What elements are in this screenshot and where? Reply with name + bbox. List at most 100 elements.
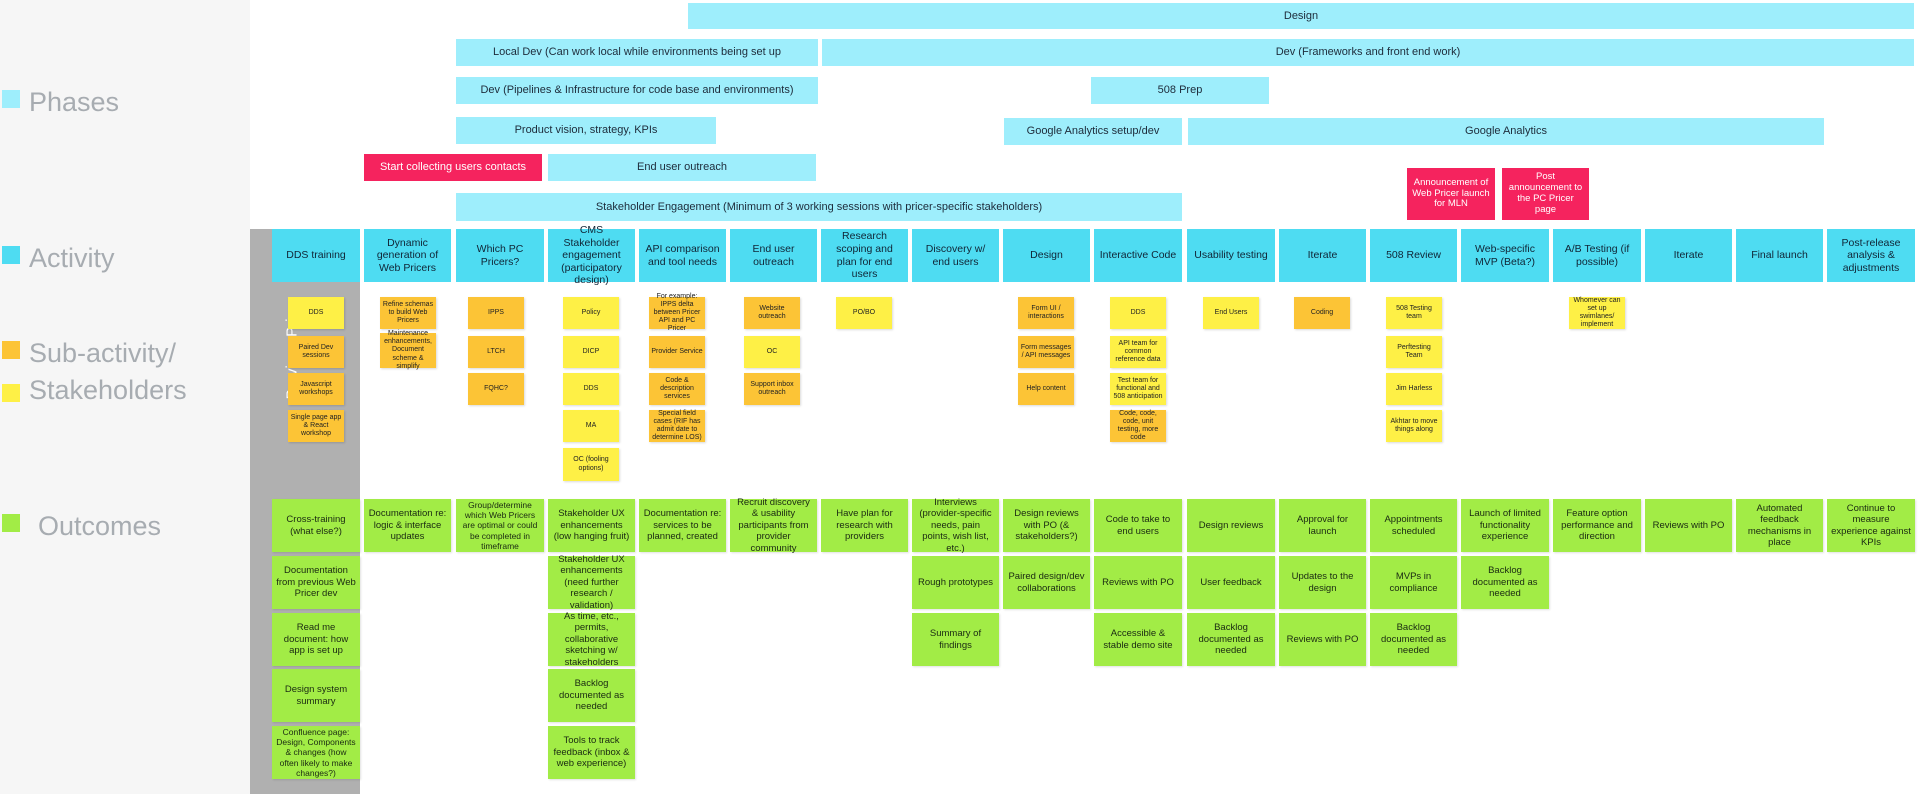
sticky-note: Website outreach xyxy=(744,297,800,329)
sticky-note: OC xyxy=(744,336,800,368)
sticky-note: OC (fooling options) xyxy=(563,448,619,481)
outcome-card: Design reviews with PO (& stakeholders?) xyxy=(1003,499,1090,552)
sticky-note: Code & description services xyxy=(649,373,705,405)
activity-card: Which PC Pricers? xyxy=(456,229,544,282)
activity-card: Discovery w/ end users xyxy=(912,229,999,282)
outcome-card: Reviews with PO xyxy=(1645,499,1732,552)
activity-swatch-icon xyxy=(2,246,20,264)
phase-bar-highlight: Post announcement to the PC Pricer page xyxy=(1502,168,1589,220)
phases-swatch-icon xyxy=(2,90,20,108)
activity-card: Research scoping and plan for end users xyxy=(821,229,908,282)
legend-phases: Phases xyxy=(2,84,119,121)
outcome-card: Interviews (provider-specific needs, pai… xyxy=(912,497,999,554)
activity-card: API comparison and tool needs xyxy=(639,229,726,282)
phase-bar: Google Analytics setup/dev xyxy=(1004,118,1182,145)
sticky-note: Whomever can set up swimlanes/ implement xyxy=(1569,297,1625,329)
sticky-note: Jim Harless xyxy=(1386,373,1442,405)
legend-phases-label: Phases xyxy=(29,87,120,117)
phase-bar: Dev (Frameworks and front end work) xyxy=(822,39,1914,66)
outcome-card: Approval for launch xyxy=(1279,499,1366,552)
legend-sub-activity-label: Sub-activity/ xyxy=(29,338,177,368)
activity-card: Dynamic generation of Web Pricers xyxy=(364,229,451,282)
outcome-card: Rough prototypes xyxy=(912,556,999,609)
sub-activity-swatch-icon xyxy=(2,341,20,359)
sub-activity-swatches xyxy=(2,335,29,421)
activity-card: Post-release analysis & adjustments xyxy=(1827,229,1915,282)
outcome-card: Stakeholder UX enhancements (low hanging… xyxy=(548,499,635,552)
sticky-note: MA xyxy=(563,410,619,442)
sticky-note: FQHC? xyxy=(468,373,524,405)
sticky-note: API team for common reference data xyxy=(1110,336,1166,368)
sticky-note: End Users xyxy=(1203,297,1259,329)
phase-bar-highlight: Start collecting users contacts xyxy=(364,154,542,181)
sticky-note: Refine schemas to build Web Pricers xyxy=(380,297,436,329)
phase-bar: End user outreach xyxy=(548,154,816,181)
phase-bar-highlight: Announcement of Web Pricer launch for ML… xyxy=(1407,168,1495,220)
activity-card: DDS training xyxy=(272,229,360,282)
sticky-note: Maintenance enhancements, Document schem… xyxy=(380,330,436,370)
outcome-card: Code to take to end users xyxy=(1094,499,1182,552)
sticky-note: Paired Dev sessions xyxy=(288,336,344,368)
outcome-card: Backlog documented as needed xyxy=(1370,613,1457,666)
phase-bar: 508 Prep xyxy=(1091,77,1269,104)
sticky-note: 508 Testing team xyxy=(1386,297,1442,329)
outcome-card: Cross-training (what else?) xyxy=(272,499,360,552)
sticky-note: Form messages / API messages xyxy=(1018,336,1074,368)
outcome-card: Launch of limited functionality experien… xyxy=(1461,499,1549,552)
outcome-card: Documentation from previous Web Pricer d… xyxy=(272,556,360,609)
outcome-card: Documentation re: services to be planned… xyxy=(639,499,726,552)
outcome-card: Paired design/dev collaborations xyxy=(1003,556,1090,609)
legend-stakeholders-label: Stakeholders xyxy=(29,375,187,405)
sticky-note: Code, code, code, unit testing, more cod… xyxy=(1110,410,1166,442)
outcome-card: Recruit discovery & usability participan… xyxy=(730,497,817,554)
activity-card: Final launch xyxy=(1736,229,1823,282)
outcome-card: Design reviews xyxy=(1187,499,1275,552)
outcome-card: MVPs in compliance xyxy=(1370,556,1457,609)
phase-bar: Design xyxy=(688,3,1914,29)
sticky-note: Provider Service xyxy=(649,336,705,368)
outcome-card: Reviews with PO xyxy=(1279,613,1366,666)
outcome-card: Updates to the design xyxy=(1279,556,1366,609)
outcome-card: User feedback xyxy=(1187,556,1275,609)
sticky-note: Single page app & React workshop xyxy=(288,410,344,442)
sticky-note: Form UI / interactions xyxy=(1018,297,1074,329)
activity-card: 508 Review xyxy=(1370,229,1457,282)
sticky-note: DDS xyxy=(1110,297,1166,329)
outcome-card: Feature option performance and direction xyxy=(1553,499,1641,552)
outcome-card: Accessible & stable demo site xyxy=(1094,613,1182,666)
outcome-card: As time, etc., permits, collaborative sk… xyxy=(548,611,635,668)
activity-card: Design xyxy=(1003,229,1090,282)
phase-bar: Product vision, strategy, KPIs xyxy=(456,117,716,144)
sticky-note: Policy xyxy=(563,297,619,329)
sticky-note: Help content xyxy=(1018,373,1074,405)
legend-activity-label: Activity xyxy=(29,243,115,273)
activity-card: Iterate xyxy=(1645,229,1732,282)
outcome-card: Backlog documented as needed xyxy=(548,669,635,722)
stakeholders-swatch-icon xyxy=(2,384,20,402)
outcome-card: Read me document: how app is set up xyxy=(272,613,360,666)
activity-card: CMS Stakeholder engagement (participator… xyxy=(548,224,635,286)
outcome-card: Design system summary xyxy=(272,669,360,722)
outcome-card: Continue to measure experience against K… xyxy=(1827,499,1915,552)
sticky-note: DICP xyxy=(563,336,619,368)
sticky-note: Perftesting Team xyxy=(1386,336,1442,368)
outcomes-swatch-icon xyxy=(2,514,20,532)
sticky-note: Coding xyxy=(1294,297,1350,329)
sticky-note: DDS xyxy=(288,297,344,329)
outcome-card: Backlog documented as needed xyxy=(1187,613,1275,666)
sticky-note: For example: IPPS delta between Pricer A… xyxy=(649,293,705,332)
outcome-card: Confluence page: Design, Components & ch… xyxy=(272,726,360,779)
activity-card: Interactive Code xyxy=(1094,229,1182,282)
outcome-card: Summary of findings xyxy=(912,613,999,666)
outcome-card: Appointments scheduled xyxy=(1370,499,1457,552)
legend-background xyxy=(0,0,250,794)
sticky-note: LTCH xyxy=(468,336,524,368)
outcome-card: Documentation re: logic & interface upda… xyxy=(364,499,451,552)
outcome-card: Reviews with PO xyxy=(1094,556,1182,609)
sticky-note: PO/BO xyxy=(836,297,892,329)
outcome-card: Tools to track feedback (inbox & web exp… xyxy=(548,726,635,779)
legend-sub-activity-text: Sub-activity/ Stakeholders xyxy=(29,335,187,409)
phase-bar: Stakeholder Engagement (Minimum of 3 wor… xyxy=(456,193,1182,221)
activity-card: Usability testing xyxy=(1187,229,1275,282)
